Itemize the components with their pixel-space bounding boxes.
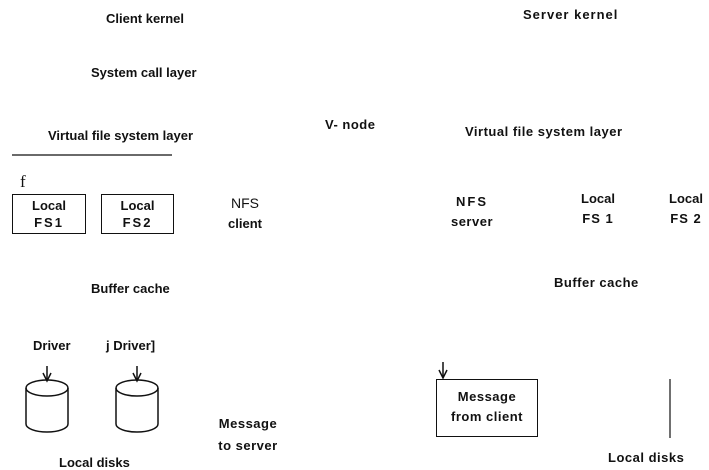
local-fs2-line2: FS2 [122, 215, 153, 231]
vnode-label: V- node [325, 117, 376, 132]
server-local-disks: Local disks [608, 450, 685, 465]
message-to-server-line2: to server [218, 438, 278, 453]
local-fs1-line2: FS1 [34, 215, 64, 231]
local-fs2-line1: Local [120, 198, 155, 213]
client-vfs-layer: Virtual file system layer [48, 128, 194, 143]
server-kernel-title: Server kernel [523, 7, 619, 22]
server-vfs-layer: Virtual file system layer [465, 124, 623, 139]
message-to-server-line1: Message [218, 416, 278, 431]
local-fs1-box: Local FS1 [12, 194, 86, 234]
local-fs2-box: Local FS2 [101, 194, 174, 234]
driver-label-2: j Driver] [106, 338, 156, 353]
client-buffer-cache: Buffer cache [91, 281, 170, 296]
disk-icon [25, 366, 69, 433]
client-system-call-layer: System call layer [91, 65, 197, 80]
nfs-server-line2: server [450, 214, 494, 229]
local-fs1-line1: Local [32, 198, 66, 213]
server-buffer-cache: Buffer cache [554, 275, 639, 290]
server-local-fs2-line2: FS 2 [670, 211, 702, 226]
message-from-client-line2: from client [451, 409, 523, 425]
arrow-down-icon [438, 362, 448, 380]
nfs-server-line1: NFS [456, 194, 488, 209]
server-local-fs1-line1: Local [581, 191, 615, 206]
message-from-client-line1: Message [457, 389, 517, 404]
nfs-client-line1: NFS [231, 195, 259, 211]
server-local-fs2-line1: Local [669, 191, 703, 206]
client-local-disks: Local disks [59, 455, 130, 470]
client-kernel-title: Client kernel [106, 11, 185, 26]
driver-label-1: Driver [33, 338, 71, 353]
server-local-fs1-line2: FS 1 [582, 211, 614, 226]
message-from-client-box: Message from client [436, 379, 538, 437]
f-mark: f [20, 172, 26, 191]
disk-icon [115, 366, 159, 433]
nfs-client-line2: client [228, 216, 262, 231]
